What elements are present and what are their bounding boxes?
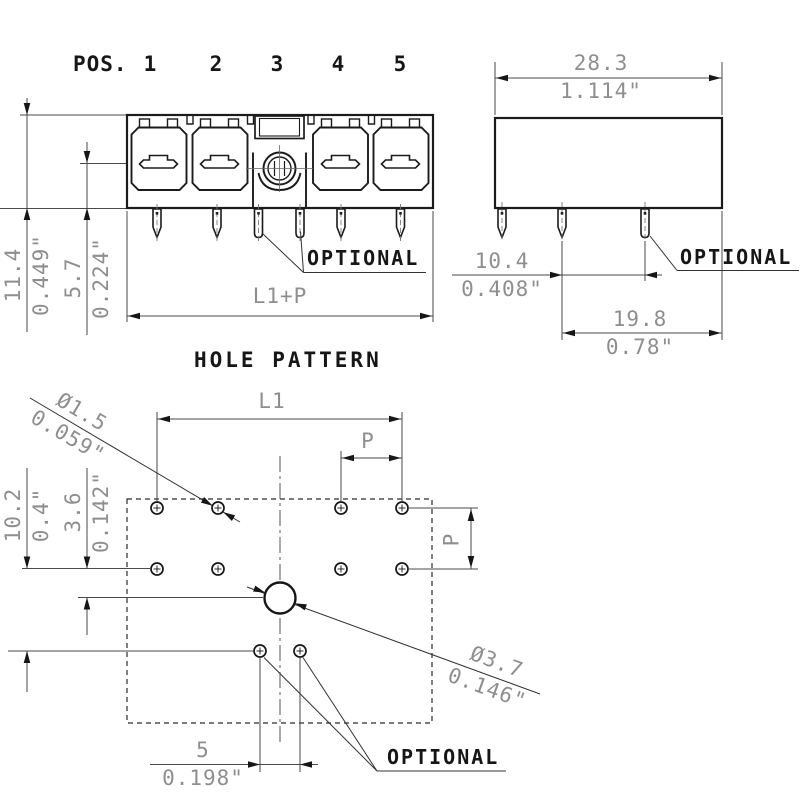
pos-number-2: 2 — [209, 52, 225, 76]
front-screw-boss — [246, 115, 313, 208]
side-pins — [497, 202, 650, 241]
dim-inch: 0.198" — [162, 766, 244, 790]
dim-mm: 5 — [196, 738, 210, 762]
hole-pattern-view — [8, 397, 541, 772]
front-contact-blades — [138, 154, 421, 169]
dim-inch: 0.4" — [29, 487, 53, 543]
dim-l1-label: L1 — [258, 389, 286, 413]
hole-pattern-dimension-arrows — [23, 415, 475, 768]
pos-number-3: 3 — [270, 52, 286, 76]
dim-row-spacing: 10.2 0.4" — [1, 450, 53, 580]
front-body-outline — [125, 113, 435, 210]
side-optional-leader — [649, 235, 799, 271]
dim-inch: 0.224" — [89, 237, 113, 319]
pos-number-5: 5 — [393, 52, 409, 76]
dim-contact-height: 5.7 0.224" — [61, 213, 113, 343]
dim-mm: 11.4 — [1, 247, 25, 303]
optional-label-bottom: OPTIONAL — [387, 745, 500, 769]
dim-inch: 0.449" — [29, 234, 53, 316]
pos-number-4: 4 — [331, 52, 347, 76]
dim-hole-offset: 3.6 0.142" — [61, 447, 113, 577]
hole-pattern-dimension-lines — [8, 412, 478, 772]
pos-label: POS. — [73, 52, 128, 76]
dim-mm: 28.3 — [573, 51, 629, 75]
front-chambers — [130, 118, 430, 191]
dim-inch: 0.408" — [461, 277, 543, 301]
front-optional-leader — [262, 231, 426, 273]
dim-inch: 0.78" — [605, 335, 675, 359]
dim-mm: 5.7 — [61, 257, 85, 299]
dim-mm: 3.6 — [61, 491, 85, 533]
dim-overall-width-label: L1+P — [252, 284, 308, 308]
dim-inch: 1.114" — [560, 79, 642, 103]
dim-inch: 0.142" — [89, 471, 113, 553]
front-view — [0, 98, 435, 335]
front-dimension-arrows — [23, 103, 432, 320]
dim-pin-to-edge: 19.8 0.78" — [580, 308, 700, 358]
dim-pin-spacing: 10.4 0.408" — [442, 250, 562, 300]
dim-p-right-label: P — [439, 532, 464, 547]
optional-label-side: OPTIONAL — [680, 245, 793, 269]
hole-pattern-title: HOLE PATTERN — [194, 348, 382, 372]
hole-pattern-boundary — [126, 498, 433, 724]
dim-mm: 19.8 — [612, 307, 668, 331]
front-dimension-lines — [0, 98, 434, 335]
side-dimension-lines — [452, 62, 723, 340]
side-body-outline — [493, 116, 724, 210]
pos-number-1: 1 — [143, 52, 159, 76]
dim-mm: 10.4 — [474, 249, 530, 273]
optional-label-front: OPTIONAL — [307, 246, 420, 270]
mounting-holes-small — [150, 501, 409, 576]
side-dimension-arrows — [496, 74, 721, 337]
dim-mm: 10.2 — [1, 487, 25, 543]
mounting-hole-large — [263, 581, 297, 615]
dim-total-height: 11.4 0.449" — [1, 210, 53, 340]
dim-optional-hole-spacing: 5 0.198" — [143, 739, 263, 789]
side-view — [452, 62, 799, 340]
optional-holes — [253, 644, 307, 658]
front-pins — [152, 204, 406, 241]
dim-p-top-label: P — [361, 429, 375, 453]
dim-body-width: 28.3 1.114" — [541, 52, 661, 102]
